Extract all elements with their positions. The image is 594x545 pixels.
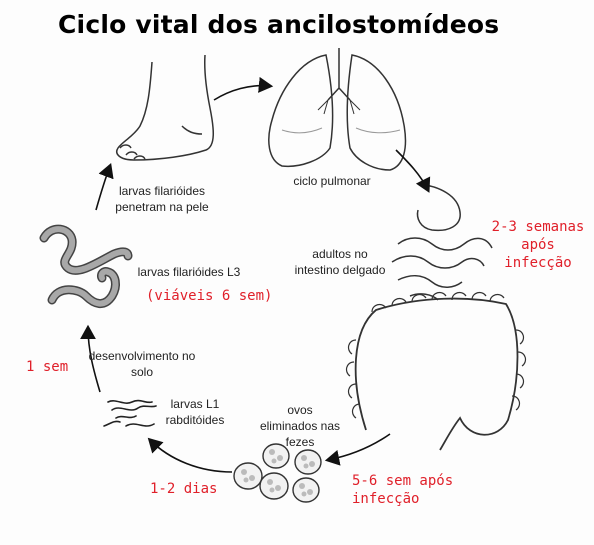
label-development: desenvolvimento no solo — [88, 349, 196, 379]
arrow-l3-to-foot — [95, 163, 114, 211]
label-eggs: ovos eliminados nas fezes — [259, 403, 341, 449]
label-skin: larvas filarióides penetram na pele — [115, 184, 209, 214]
arrow-intestine-to-eggs — [324, 433, 391, 466]
arrow-lungs-to-intestine — [395, 149, 431, 193]
arrow-eggs-to-l1 — [147, 437, 233, 473]
arrow-l1-to-l3 — [80, 324, 101, 393]
l3-larvae-illustration — [39, 224, 133, 308]
foot-illustration — [116, 54, 214, 161]
large-intestine-illustration — [345, 291, 527, 451]
label-l3: larvas filarióides L3 — [137, 265, 241, 279]
lungs-illustration — [268, 48, 407, 171]
diagram-title: Ciclo vital dos ancilostomídeos — [58, 10, 500, 39]
time-5-6-weeks: 5-6 sem após infecção — [352, 473, 454, 507]
label-l1: larvas L1 rabditóides — [165, 397, 225, 427]
eggs-illustration — [233, 443, 322, 503]
label-adults: adultos no intestino delgado — [294, 247, 386, 277]
arrow-foot-to-lungs — [213, 76, 274, 101]
cycle-arrows — [80, 76, 431, 473]
l1-larvae-illustration — [103, 399, 157, 427]
label-lungs: ciclo pulmonar — [293, 174, 371, 188]
small-intestine-illustration — [391, 183, 493, 301]
time-2-3-weeks: 2-3 semanas após infecção — [491, 219, 585, 271]
time-viable-6-weeks: (viáveis 6 sem) — [146, 288, 273, 304]
time-1-week: 1 sem — [26, 359, 69, 375]
time-1-2-days: 1-2 dias — [150, 481, 218, 497]
